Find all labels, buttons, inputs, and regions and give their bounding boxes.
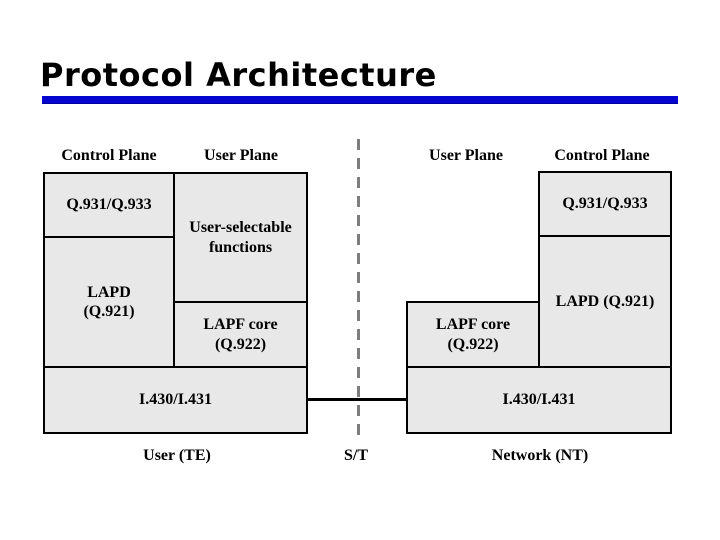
title-underline-rule [42,96,678,104]
user-side-physical-layer-box: I.430/I.431 [43,366,308,434]
user-side-user-selectable-functions-box: User-selectable functions [173,172,308,303]
st-reference-point-label: S/T [343,447,369,464]
network-side-physical-layer-box: I.430/I.431 [406,366,672,434]
user-side-lapd-box: LAPD (Q.921) [43,236,175,368]
user-side-lapf-core-box: LAPF core (Q.922) [173,301,308,368]
network-side-q931-box: Q.931/Q.933 [538,171,672,237]
user-side-user-plane-header: User Plane [204,147,278,164]
network-side-user-plane-header: User Plane [429,147,503,164]
st-reference-dashed-line [357,139,360,435]
page-title: Protocol Architecture [40,56,437,94]
network-side-control-plane-header: Control Plane [554,147,650,164]
network-side-lapf-core-box: LAPF core (Q.922) [406,301,540,368]
user-te-label: User (TE) [143,447,211,464]
physical-layer-connector-line [306,398,408,401]
user-side-q931-box: Q.931/Q.933 [43,172,175,238]
user-side-control-plane-header: Control Plane [61,147,157,164]
network-nt-label: Network (NT) [491,447,589,464]
network-side-lapd-box: LAPD (Q.921) [538,235,672,368]
